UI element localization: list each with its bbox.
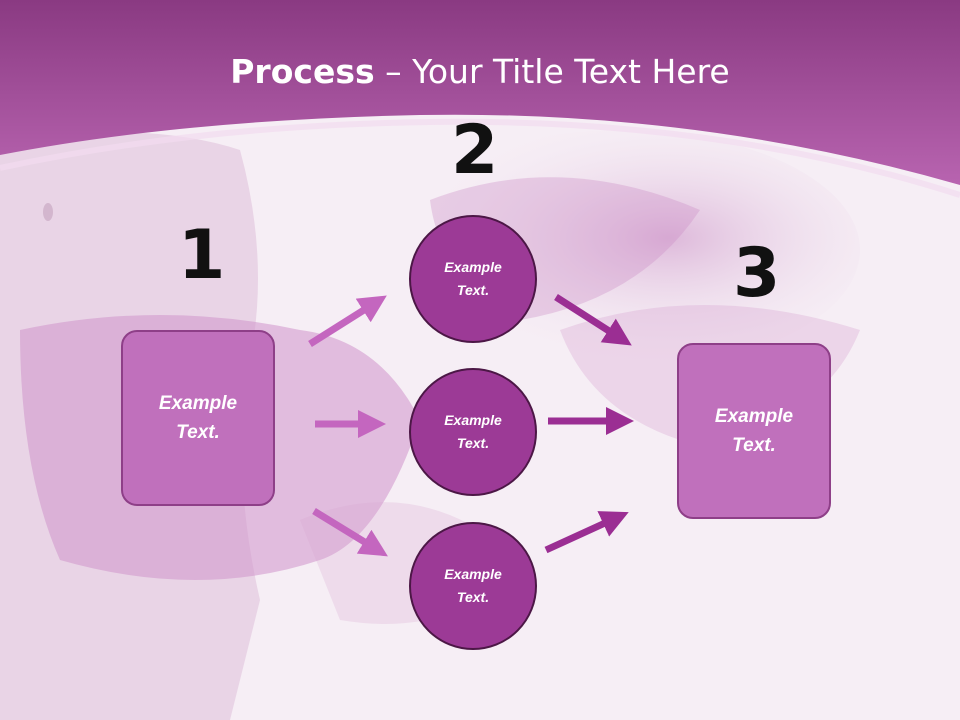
step-number-1: 1 <box>178 216 226 295</box>
circle-top-text: Example Text. <box>444 259 502 298</box>
step3-box: Example Text. <box>677 343 831 519</box>
step-number-3: 3 <box>733 234 781 313</box>
title-banner <box>0 0 960 185</box>
arrow-step1-to-circle-bottom <box>312 508 388 557</box>
step-number-2: 2 <box>451 111 499 190</box>
step1-box: Example Text. <box>121 330 275 506</box>
slide-title: Process – Your Title Text Here <box>0 52 960 91</box>
step1-text: Example Text. <box>158 393 238 443</box>
circle-middle-text: Example Text. <box>444 412 502 451</box>
arrow-circle-top-to-step3 <box>554 294 632 346</box>
circle-bottom-text: Example Text. <box>444 566 502 605</box>
banner-highlight <box>0 118 960 198</box>
step2-circle-bottom: Example Text. <box>409 522 537 650</box>
navel <box>43 203 53 221</box>
step3-text: Example Text. <box>714 406 794 456</box>
arrow-circle-bottom-to-step3 <box>544 511 629 554</box>
arrow-step1-to-circle-top <box>308 295 387 347</box>
step2-circle-middle: Example Text. <box>409 368 537 496</box>
slide-title-bold: Process <box>230 52 375 91</box>
step2-circle-top: Example Text. <box>409 215 537 343</box>
slide-title-rest: – Your Title Text Here <box>374 52 730 91</box>
